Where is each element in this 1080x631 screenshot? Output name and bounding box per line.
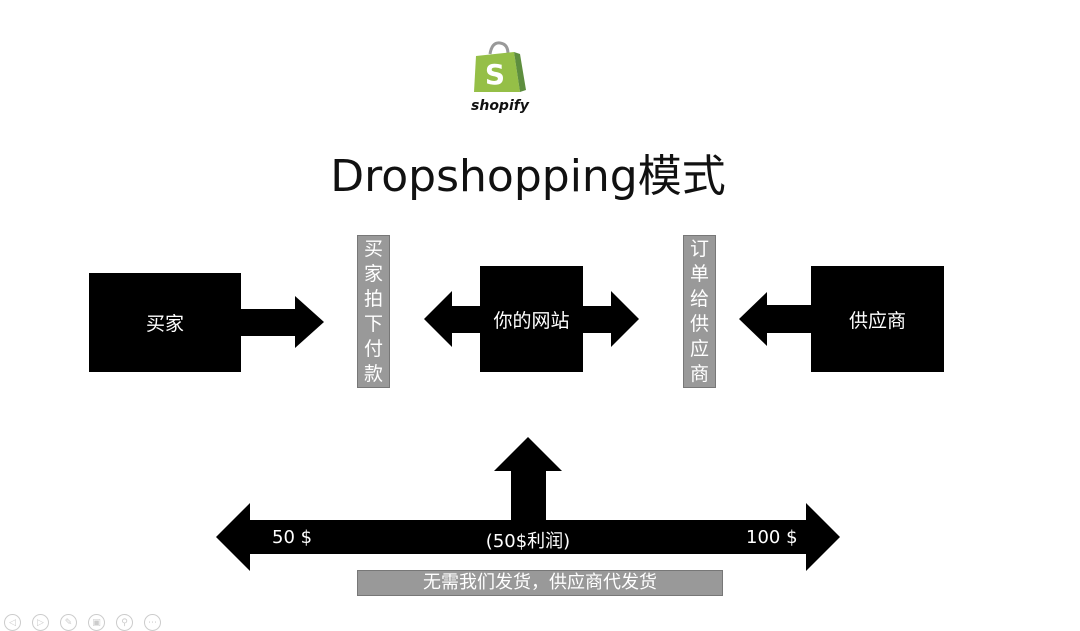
buyer-box: 买家 xyxy=(89,273,241,372)
zoom-icon[interactable]: ⚲ xyxy=(116,614,133,631)
supplier-left-arrow xyxy=(739,292,811,346)
buyer-right-arrow xyxy=(241,296,324,348)
shipping-note: 无需我们发货，供应商代发货 xyxy=(357,570,723,596)
pen-icon[interactable]: ✎ xyxy=(60,614,77,631)
supplier-box: 供应商 xyxy=(811,266,944,372)
shopify-logo: S shopify xyxy=(470,40,530,115)
prev-icon[interactable]: ◁ xyxy=(4,614,21,631)
price-middle: (50$利润) xyxy=(485,531,571,552)
next-icon[interactable]: ▷ xyxy=(32,614,49,631)
price-double-arrow xyxy=(216,503,840,571)
svg-text:S: S xyxy=(485,58,505,91)
slides-icon[interactable]: ▣ xyxy=(88,614,105,631)
page-title: Dropshopping模式 xyxy=(330,151,726,202)
price-left: 50 $ xyxy=(272,527,313,548)
logo-text: shopify xyxy=(471,98,529,114)
more-icon[interactable]: ⋯ xyxy=(144,614,161,631)
up-arrow xyxy=(494,437,562,520)
shopping-bag-icon: S xyxy=(474,41,526,92)
price-right: 100 $ xyxy=(746,527,798,548)
website-right-arrow xyxy=(583,291,639,347)
buyer-pays-label: 买家拍下付款 xyxy=(357,235,390,388)
order-to-supplier-label: 订单给供应商 xyxy=(683,235,716,388)
website-box: 你的网站 xyxy=(480,266,583,372)
website-left-arrow xyxy=(424,291,480,347)
